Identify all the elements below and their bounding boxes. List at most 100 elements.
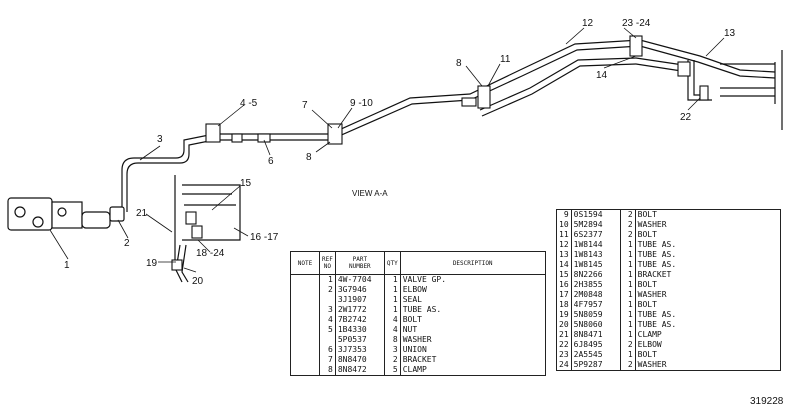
cell-part: 6S2377 xyxy=(570,230,621,240)
cell-desc: BOLT xyxy=(634,230,781,240)
cell-qty: 8 xyxy=(383,335,401,345)
cell-note xyxy=(290,305,320,315)
callout-11: 11 xyxy=(500,54,511,65)
cell-qty: 1 xyxy=(619,260,636,270)
header-note: NOTE xyxy=(290,251,320,275)
callout-9-10: 9 -10 xyxy=(350,98,373,109)
cell-part: 3G7946 xyxy=(334,285,385,295)
cell-part: 1W8145 xyxy=(570,260,621,270)
cell-ref: 9 xyxy=(556,209,572,220)
cell-desc: BOLT xyxy=(634,300,781,310)
cell-qty: 1 xyxy=(619,350,636,360)
cell-desc: BOLT xyxy=(634,209,781,220)
header-description: DESCRIPTION xyxy=(399,251,546,275)
cell-qty: 1 xyxy=(619,270,636,280)
cell-ref: 3 xyxy=(319,305,336,315)
cell-qty: 1 xyxy=(619,290,636,300)
cell-desc: BOLT xyxy=(634,350,781,360)
cell-part: 3J7353 xyxy=(334,345,385,355)
cell-ref xyxy=(319,335,336,345)
cell-qty: 1 xyxy=(619,250,636,260)
callout-22: 22 xyxy=(680,112,692,123)
cell-ref: 8 xyxy=(319,365,336,376)
cell-desc: ELBOW xyxy=(634,340,781,350)
cell-desc: CLAMP xyxy=(399,365,546,376)
cell-part: 2H3855 xyxy=(570,280,621,290)
cell-ref: 10 xyxy=(556,220,572,230)
callout-7: 7 xyxy=(302,100,308,111)
cell-desc: BOLT xyxy=(399,315,546,325)
callout-16-17: 16 -17 xyxy=(250,232,279,243)
cell-note xyxy=(290,285,320,295)
callout-8-upper: 8 xyxy=(456,58,462,69)
cell-desc: ELBOW xyxy=(399,285,546,295)
cell-qty: 1 xyxy=(383,274,401,285)
cell-qty: 2 xyxy=(619,360,636,371)
cell-desc: TUBE AS. xyxy=(634,240,781,250)
cell-part: 2W1772 xyxy=(334,305,385,315)
cell-ref: 2 xyxy=(319,285,336,295)
cell-ref: 5 xyxy=(319,325,336,335)
callout-15: 15 xyxy=(240,178,252,189)
cell-ref: 4 xyxy=(319,315,336,325)
cell-desc: UNION xyxy=(399,345,546,355)
table-header-row: NOTE REF NO PART NUMBER QTY DESCRIPTION xyxy=(290,251,546,275)
tube-routing xyxy=(121,39,783,283)
cell-ref: 11 xyxy=(556,230,572,240)
cell-desc: NUT xyxy=(399,325,546,335)
cell-qty: 2 xyxy=(619,340,636,350)
cell-part: 1W8143 xyxy=(570,250,621,260)
header-qty: QTY xyxy=(383,251,401,275)
cell-ref: 16 xyxy=(556,280,572,290)
cell-qty: 2 xyxy=(383,355,401,365)
callout-20: 20 xyxy=(192,276,204,287)
cell-desc: TUBE AS. xyxy=(634,310,781,320)
callout-13: 13 xyxy=(724,28,736,39)
cell-part: 0S1594 xyxy=(570,209,621,220)
clamps xyxy=(171,35,709,271)
cell-qty: 1 xyxy=(619,310,636,320)
cell-ref: 18 xyxy=(556,300,572,310)
cell-qty: 2 xyxy=(619,220,636,230)
cell-desc: TUBE AS. xyxy=(399,305,546,315)
cell-part: 8N8472 xyxy=(334,365,385,376)
cell-part: 8N2266 xyxy=(570,270,621,280)
cell-part: 5M2894 xyxy=(570,220,621,230)
cell-ref: 14 xyxy=(556,260,572,270)
parts-table-left: NOTE REF NO PART NUMBER QTY DESCRIPTION … xyxy=(290,251,546,376)
cell-ref: 21 xyxy=(556,330,572,340)
cell-part: 8N8470 xyxy=(334,355,385,365)
cell-desc: VALVE GP. xyxy=(399,274,546,285)
callout-12: 12 xyxy=(582,18,594,29)
cell-qty: 1 xyxy=(619,330,636,340)
cell-ref: 20 xyxy=(556,320,572,330)
cell-part: 5N8059 xyxy=(570,310,621,320)
header-ref-no: REF NO xyxy=(319,251,336,275)
cell-qty: 4 xyxy=(383,315,401,325)
header-part-number: PART NUMBER xyxy=(334,251,385,275)
cell-ref: 15 xyxy=(556,270,572,280)
callout-8-lower: 8 xyxy=(306,152,312,163)
cell-qty: 1 xyxy=(619,240,636,250)
callout-1: 1 xyxy=(64,260,70,271)
cell-ref: 24 xyxy=(556,360,572,371)
cell-desc: BOLT xyxy=(634,280,781,290)
cell-desc: WASHER xyxy=(634,360,781,371)
